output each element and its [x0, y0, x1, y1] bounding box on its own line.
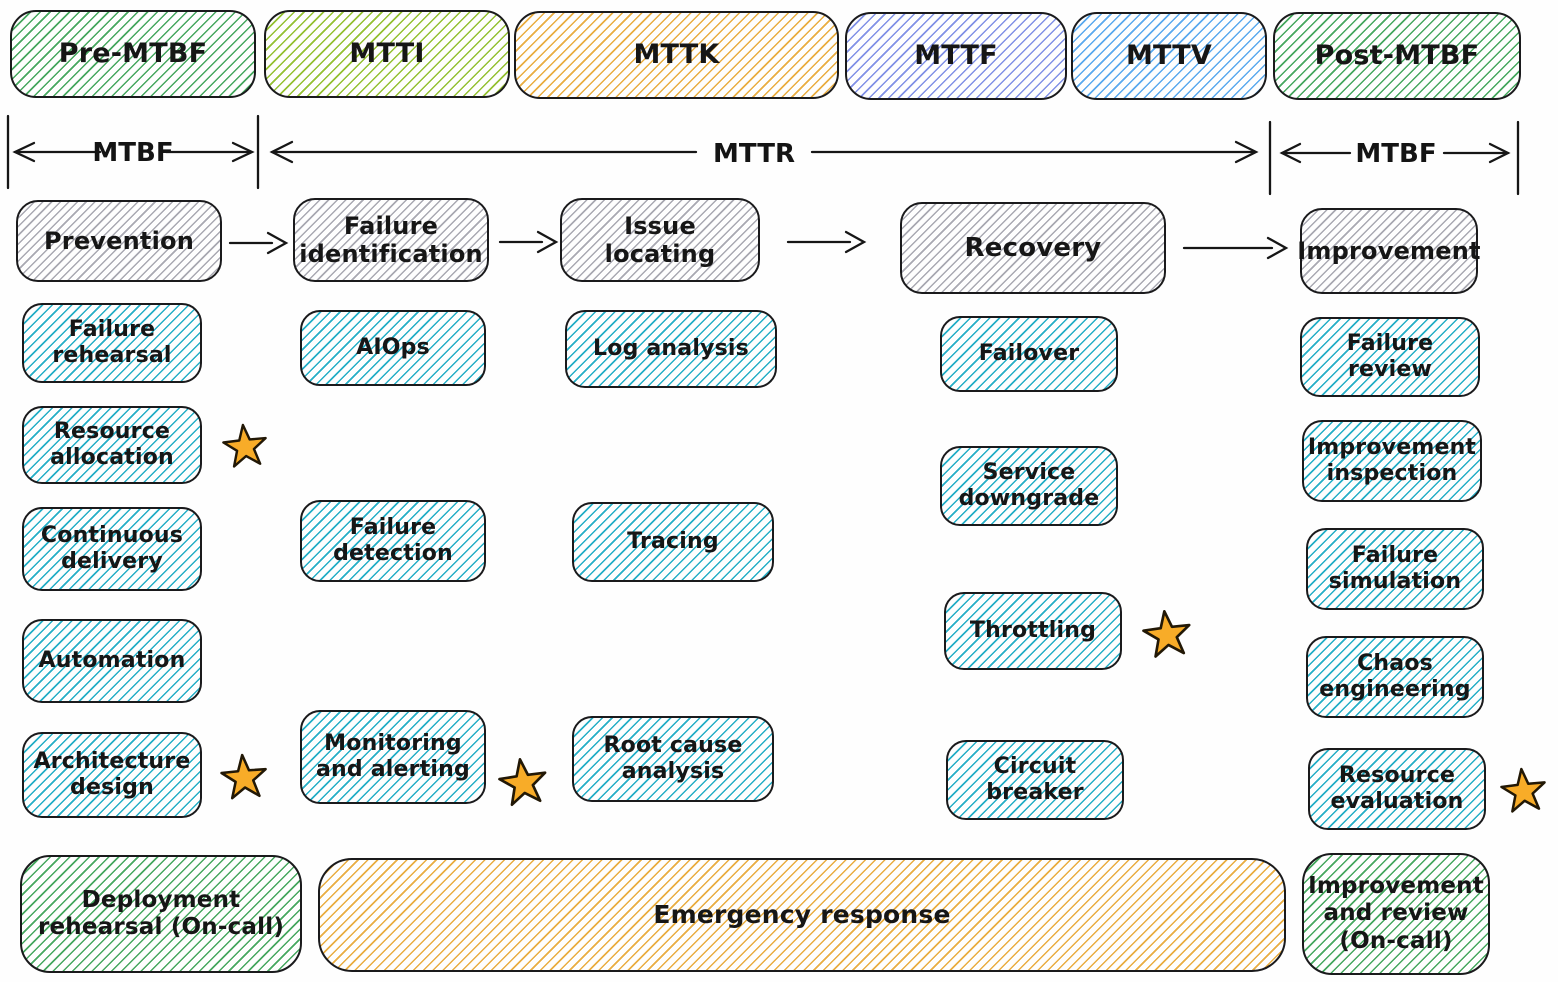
card-emergency-response: Emergency response	[318, 858, 1286, 972]
card-circuit-breaker: Circuit breaker	[946, 740, 1124, 820]
timeline-block-pre-mtbf: Pre-MTBF	[10, 10, 256, 98]
timeline-block-mttf: MTTF	[845, 12, 1067, 100]
card-failure-detection: Failure detection	[300, 500, 486, 582]
timeline-span-arrows: MTBF MTTR MTBF	[6, 114, 1520, 196]
card-throttling: Throttling	[944, 592, 1122, 670]
phase-improvement: Improvement	[1297, 208, 1481, 294]
star-icon	[222, 423, 267, 468]
card-chaos-engineering: Chaos engineering	[1306, 636, 1484, 718]
card-failover: Failover	[940, 316, 1118, 392]
star-icon	[1142, 609, 1191, 658]
arrow-recovery-to-improvement	[1182, 236, 1289, 260]
card-improvement-and-review-oncall: Improvement and review (On-call)	[1302, 853, 1490, 975]
timeline-block-mttv: MTTV	[1071, 12, 1267, 100]
card-failure-review: Failure review	[1300, 317, 1480, 397]
card-root-cause-analysis: Root cause analysis	[572, 716, 774, 802]
card-improvement-inspection: Improvement inspection	[1302, 420, 1482, 502]
card-architecture-design: Architecture design	[22, 732, 202, 818]
card-failure-simulation: Failure simulation	[1306, 528, 1484, 610]
span-label-mtbf-right: MTBF	[1355, 139, 1436, 169]
card-deployment-rehearsal-oncall: Deployment rehearsal (On-call)	[20, 855, 302, 973]
card-service-downgrade: Service downgrade	[940, 446, 1118, 526]
timeline-block-post-mtbf: Post-MTBF	[1273, 12, 1521, 100]
card-monitoring-and-alerting: Monitoring and alerting	[300, 710, 486, 804]
card-log-analysis: Log analysis	[565, 310, 777, 388]
span-label-mttr: MTTR	[713, 139, 795, 169]
card-tracing: Tracing	[572, 502, 774, 582]
timeline-block-mtti: MTTI	[264, 10, 510, 98]
star-icon	[220, 753, 267, 800]
arrow-identification-to-locating	[498, 230, 559, 254]
card-continuous-delivery: Continuous delivery	[22, 507, 202, 591]
card-automation: Automation	[22, 619, 202, 703]
star-icon	[498, 758, 547, 807]
phase-failure-identification: Failure identification	[293, 198, 489, 282]
timeline-block-mttk: MTTK	[514, 11, 839, 99]
card-resource-allocation: Resource allocation	[22, 406, 202, 484]
card-failure-rehearsal: Failure rehearsal	[22, 303, 202, 383]
arrow-prevention-to-identification	[228, 231, 289, 255]
span-label-mtbf-left: MTBF	[92, 138, 173, 168]
phase-recovery: Recovery	[900, 202, 1166, 294]
star-icon	[1500, 767, 1546, 813]
arrow-locating-to-recovery	[786, 230, 867, 254]
phase-prevention: Prevention	[16, 200, 222, 282]
card-aiops: AIOps	[300, 310, 486, 386]
card-resource-evaluation: Resource evaluation	[1308, 748, 1486, 830]
phase-issue-locating: Issue locating	[560, 198, 760, 282]
